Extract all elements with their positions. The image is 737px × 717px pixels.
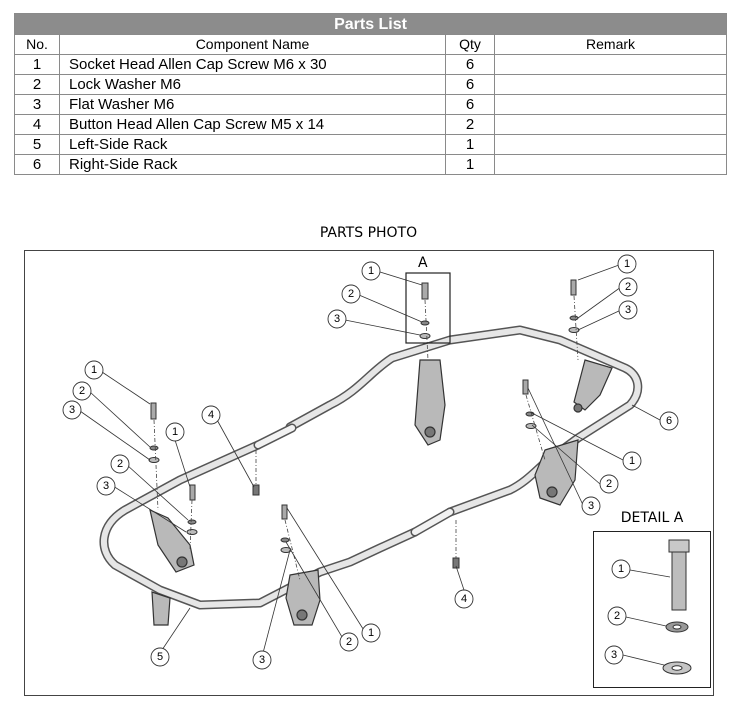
callout-3: 3 <box>69 404 75 416</box>
detail-a-contents: 1 2 3 <box>604 539 692 675</box>
cell-qty: 1 <box>445 154 495 175</box>
callout-3: 3 <box>588 500 594 512</box>
column-header-no: No. <box>14 34 60 55</box>
screw-icon <box>671 551 687 611</box>
cell-remark <box>493 154 728 175</box>
parts-photo-title: PARTS PHOTO <box>319 225 418 241</box>
leader-lines <box>79 264 661 654</box>
parts-list-title: Parts List <box>13 13 728 35</box>
washer-icon <box>420 320 430 326</box>
callout-3: 3 <box>625 304 631 316</box>
parts-list-table: Parts List No. Component Name Qty Remark… <box>13 13 728 175</box>
table-row: 5 Left-Side Rack 1 <box>14 134 728 155</box>
detail-a-marker-box <box>405 272 451 344</box>
screw-icon <box>189 484 196 501</box>
callout-2: 2 <box>606 478 612 490</box>
parts-photo-frame <box>24 250 714 696</box>
washer-icon <box>149 445 159 451</box>
callout-1: 1 <box>368 627 374 639</box>
detail-callout-2: 2 <box>614 610 620 622</box>
callout-5: 5 <box>157 651 163 663</box>
callout-4: 4 <box>208 409 214 421</box>
callout-2: 2 <box>346 636 352 648</box>
washer-icon <box>148 457 160 463</box>
washer-icon <box>280 537 290 543</box>
callout-2: 2 <box>348 288 354 300</box>
callout-2: 2 <box>117 458 123 470</box>
washer-icon <box>525 423 537 429</box>
table-row: 1 Socket Head Allen Cap Screw M6 x 30 6 <box>14 54 728 75</box>
detail-callout-1: 1 <box>618 563 624 575</box>
parts-list-title-row: Parts List <box>13 13 728 35</box>
washer-icon <box>186 529 198 535</box>
table-row: 3 Flat Washer M6 6 <box>14 94 728 115</box>
table-row: 4 Button Head Allen Cap Screw M5 x 14 2 <box>14 114 728 135</box>
washer-icon <box>187 519 197 525</box>
detail-a-marker-label: A <box>418 255 428 271</box>
callout-3: 3 <box>334 313 340 325</box>
washer-icon <box>569 315 579 321</box>
washer-icon <box>525 411 535 417</box>
callout-1: 1 <box>172 426 178 438</box>
callout-2: 2 <box>625 281 631 293</box>
right-side-rack-tube <box>285 325 643 517</box>
screw-icon <box>252 484 260 496</box>
callout-3: 3 <box>103 480 109 492</box>
bracket-right-lower <box>534 439 579 506</box>
bracket-left-rear <box>151 591 171 626</box>
screw-icon <box>570 279 577 296</box>
callout-1: 1 <box>91 364 97 376</box>
callout-1: 1 <box>629 455 635 467</box>
washer-icon <box>419 333 431 339</box>
cell-no: 6 <box>14 154 60 175</box>
washer-icon <box>568 327 580 333</box>
bracket-left-lower <box>285 569 321 626</box>
screw-icon <box>421 282 429 300</box>
callout-3: 3 <box>259 654 265 666</box>
callout-2: 2 <box>79 385 85 397</box>
detail-a-title: DETAIL A <box>620 510 684 526</box>
hardware <box>148 279 580 569</box>
callout-1: 1 <box>624 258 630 270</box>
table-row: 6 Right-Side Rack 1 <box>14 154 728 175</box>
callout-6: 6 <box>666 415 672 427</box>
bracket-right-rear <box>573 359 613 411</box>
screw-icon <box>522 379 529 395</box>
callout-4: 4 <box>461 593 467 605</box>
alignment-lines <box>153 295 579 581</box>
screw-icon <box>281 504 288 520</box>
detail-a-frame <box>593 531 711 688</box>
cell-component-name: Socket Head Allen Cap Screw M6 x 30 <box>59 54 446 75</box>
screw-icon <box>150 402 157 420</box>
callouts <box>62 254 679 670</box>
rack-brackets <box>149 359 613 626</box>
callout-1: 1 <box>368 265 374 277</box>
cell-component-name: Flat Washer M6 <box>59 94 446 115</box>
table-row: 2 Lock Washer M6 6 <box>14 74 728 95</box>
cell-component-name: Right-Side Rack <box>59 154 446 175</box>
parts-list-header-row: No. Component Name Qty Remark <box>14 34 728 55</box>
bracket-right-top <box>414 359 446 446</box>
detail-callout-3: 3 <box>611 649 617 661</box>
left-side-rack-tube <box>99 440 420 610</box>
